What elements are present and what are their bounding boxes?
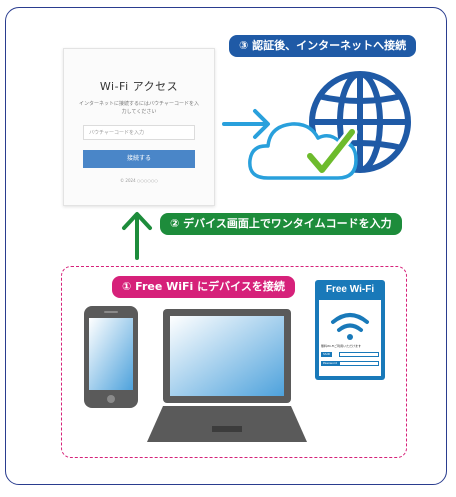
devices-area — [61, 266, 407, 458]
arrow-right-icon — [222, 109, 270, 139]
step2-label: ② デバイス画面上でワンタイムコードを入力 — [160, 213, 402, 235]
card-description: インターネットに接続するにはバウチャーコードを入力してください — [79, 101, 199, 115]
arrow-up-icon — [122, 212, 152, 260]
free-wifi-card: Free Wi-Fi 無料Wi-Fiご利用いただけます SSID Passwor… — [315, 280, 385, 380]
free-wifi-card-note: 無料Wi-Fiご利用いただけます — [321, 344, 362, 348]
ssid-field — [339, 352, 379, 357]
voucher-code-input[interactable]: バウチャーコードを入力 — [83, 125, 195, 140]
card-title: Wi-Fi アクセス — [99, 80, 179, 93]
password-field — [339, 361, 379, 366]
card-copyright: © 2024 ○○○○○○ — [120, 178, 158, 183]
free-wifi-card-body: 無料Wi-Fiご利用いただけます SSID Password — [319, 300, 381, 376]
laptop-icon — [147, 309, 307, 442]
wifi-icon — [331, 313, 369, 340]
ssid-label: SSID — [321, 352, 333, 357]
connect-button[interactable]: 接続する — [83, 150, 195, 168]
step3-label: ③ 認証後、インターネットへ接続 — [229, 35, 417, 57]
step1-label: ① Free WiFi にデバイスを接続 — [112, 276, 295, 298]
smartphone-icon — [84, 306, 138, 408]
password-label: Password — [321, 361, 340, 366]
wifi-access-card: Wi-Fi アクセス インターネットに接続するにはバウチャーコードを入力してくだ… — [63, 48, 215, 206]
free-wifi-card-title: Free Wi-Fi — [325, 284, 375, 295]
checkmark-icon — [304, 126, 358, 176]
outer-frame — [5, 7, 447, 485]
